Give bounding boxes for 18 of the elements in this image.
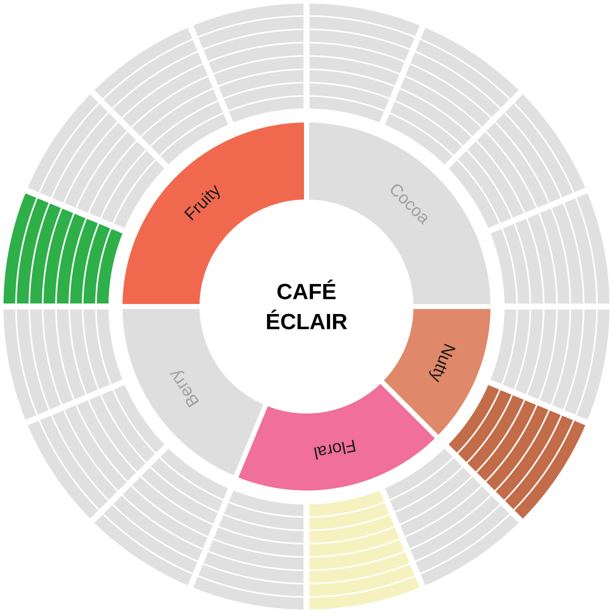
ring-segment <box>28 94 164 228</box>
ring-segment <box>448 385 586 519</box>
ring-segment <box>4 193 122 304</box>
ring-segment <box>94 448 228 586</box>
ring-segment <box>385 28 519 164</box>
ring-segment <box>310 490 420 610</box>
ring-segment <box>193 4 304 122</box>
ring-segment <box>193 490 304 610</box>
ring-segment <box>490 310 610 420</box>
ring-segment: Nutty <box>384 309 490 435</box>
ring-segment <box>94 28 228 164</box>
ring-segment <box>310 4 420 122</box>
ring-segment <box>448 94 586 228</box>
ring-segment: Floral <box>238 384 435 490</box>
ring-segment <box>385 448 519 586</box>
ring-segment <box>490 193 610 304</box>
ring-segment <box>4 310 122 420</box>
ring-segment <box>28 385 164 519</box>
